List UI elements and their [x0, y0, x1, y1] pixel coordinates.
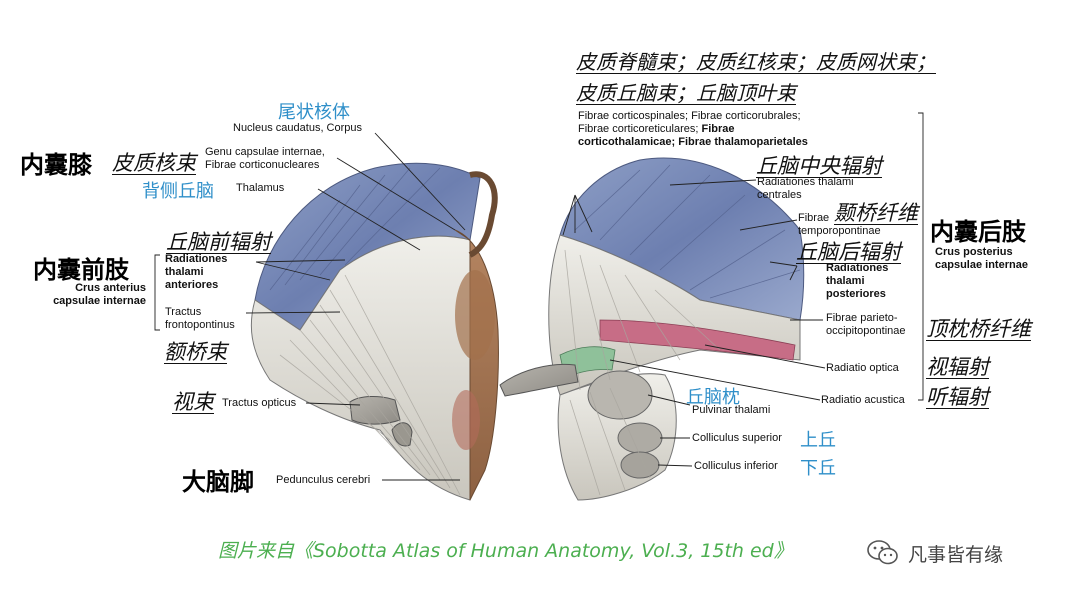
label-zh-qiunaoqianfushe: 丘脑前辐射	[166, 230, 271, 254]
label-zh-neinangxi: 内囊膝	[20, 151, 92, 179]
left-specimen	[250, 162, 499, 501]
label-zh-qiunaohou: 丘脑后辐射	[796, 240, 901, 264]
right-specimen	[499, 157, 805, 501]
label-radiationes-anteriores: Radiationes thalami anteriores	[165, 253, 228, 291]
label-zh-danaojiao: 大脑脚	[182, 468, 254, 496]
label-pedunculus: Pedunculus cerebri	[276, 474, 371, 486]
label-zh-shishu: 视束	[172, 390, 214, 414]
label-zh-beiceqiunao: 背侧丘脑	[142, 181, 214, 202]
label-crus-posterius: Crus posterius capsulae internae	[935, 246, 1028, 271]
label-radiationes-posteriores: Radiationes thalami posteriores	[826, 262, 889, 300]
label-zh-neinanghouzhi: 内囊后肢	[930, 218, 1026, 246]
label-fibrae-cortico: Fibrae corticospinales; Fibrae corticoru…	[578, 110, 808, 148]
label-zh-pizhihexu: 皮质核束	[112, 151, 196, 175]
label-crus-anterius: Crus anterius capsulae internae	[53, 282, 146, 307]
label-colliculus-superior: Colliculus superior	[692, 432, 782, 444]
label-radiatio-acustica: Radiatio acustica	[821, 394, 905, 406]
label-zh-weizhuangheti: 尾状核体	[278, 102, 350, 123]
label-fibrae-parieto: Fibrae parieto- occipitopontinae	[826, 312, 906, 337]
label-radiatio-optica: Radiatio optica	[826, 362, 899, 374]
label-colliculus-inferior: Colliculus inferior	[694, 460, 778, 472]
label-zh-nieqiao: 颞桥纤维	[834, 201, 918, 225]
label-thalamus: Thalamus	[236, 182, 285, 194]
wechat-icon	[866, 538, 900, 572]
label-zh-neinangqianzhi: 内囊前肢	[33, 256, 129, 284]
label-zh-qiunaozhongyang: 丘脑中央辐射	[756, 154, 882, 178]
label-pulvinar: Pulvinar thalami	[692, 404, 771, 416]
leader-lines	[154, 112, 924, 481]
label-nucleus-caudatus: Nucleus caudatus, Corpus	[233, 122, 363, 134]
label-zh-shangqiu: 上丘	[800, 430, 836, 451]
label-zh-tingfushe: 听辐射	[926, 385, 989, 409]
label-zh-top-line1: 皮质脊髓束；皮质红核束；皮质网状束；	[576, 50, 936, 74]
label-zh-qiunaozhen: 丘脑枕	[686, 387, 740, 408]
label-genu-capsulae: Genu capsulae internae, Fibrae corticonu…	[205, 146, 325, 171]
label-zh-xiaqiu: 下丘	[800, 458, 836, 479]
watermark-text: 凡事皆有缘	[908, 544, 1004, 566]
label-zh-shifushe: 视辐射	[926, 355, 989, 379]
label-zh-top-line2: 皮质丘脑束；丘脑顶叶束	[576, 81, 796, 105]
label-zh-dingzhenqiao: 顶枕桥纤维	[926, 317, 1031, 341]
label-tractus-frontopontinus: Tractus frontopontinus	[165, 306, 235, 331]
label-tractus-opticus: Tractus opticus	[222, 397, 297, 409]
label-fibrae-temporopontinae: Fibrae temporopontinae	[798, 212, 881, 237]
label-zh-eqiaoshu: 额桥束	[164, 340, 227, 364]
label-radiationes-centrales: Radiationes thalami centrales	[757, 176, 854, 201]
figure-caption: 图片来自《Sobotta Atlas of Human Anatomy, Vol…	[218, 540, 793, 562]
